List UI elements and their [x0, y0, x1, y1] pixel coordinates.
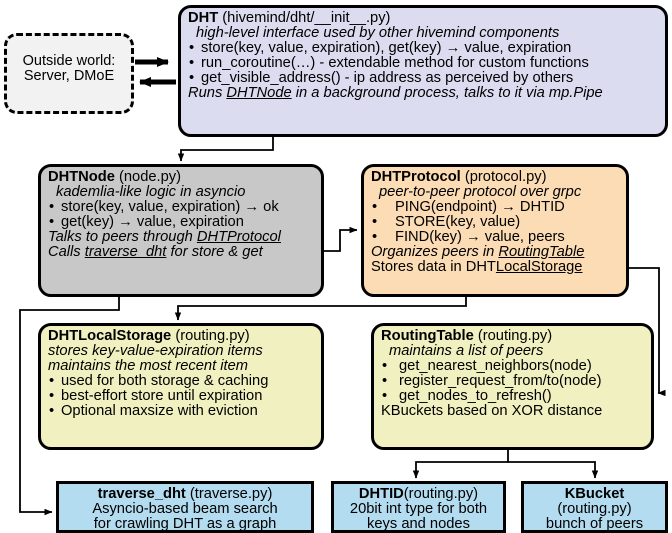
dht-footer: Runs DHTNode in a background process, ta…	[188, 84, 659, 101]
dhtid-title-row: DHTID(routing.py)	[334, 487, 503, 502]
dhtnode-title-row: DHTNode (node.py)	[48, 170, 315, 185]
dhtnode-title: DHTNode	[48, 169, 115, 185]
dhtid-module: (routing.py)	[403, 486, 479, 502]
dhtid-title: DHTID	[358, 486, 404, 502]
edge-routingtable-to-kbucket	[508, 461, 599, 479]
dhtnode-footer-1: Talks to peers through DHTProtocol	[48, 228, 315, 245]
node-dhtnode[interactable]: DHTNode (node.py) kademlia-like logic in…	[38, 164, 324, 297]
traverse-line3: for crawling DHT as a graph	[93, 515, 277, 532]
outside-world-line1: Outside world:	[22, 53, 116, 69]
node-dhtprotocol[interactable]: DHTProtocol (protocol.py) peer-to-peer p…	[361, 164, 629, 297]
traverse-module: (traverse.py)	[185, 486, 273, 502]
traverse-line2: Asyncio-based beam search	[92, 500, 278, 517]
dhtnode-footer2-post: for store & get	[166, 243, 263, 260]
routingtable-module: (routing.py)	[473, 328, 553, 344]
localstorage-bullet-3: Optional maxsize with eviction	[48, 403, 315, 419]
localstorage-title: DHTLocalStorage	[48, 328, 172, 344]
dhtnode-footer2-pre: Calls	[48, 243, 85, 260]
localstorage-subtitle-2: maintains the most recent item	[48, 357, 248, 374]
dhtprotocol-footer1-pre: Organizes peers in	[371, 243, 499, 260]
localstorage-module: (routing.py)	[171, 328, 250, 344]
dht-footer-pre: Runs	[188, 84, 227, 101]
dhtnode-bullet-1: store(key, value, expiration) → ok	[48, 199, 315, 215]
dht-title-row: DHT (hivemind/dht/__init__.py)	[188, 11, 659, 26]
outside-world-line2: Server, DMoE	[23, 67, 115, 84]
node-outside-world[interactable]: Outside world: Server, DMoE	[4, 33, 134, 114]
dhtprotocol-bullet-1: PING(endpoint) → DHTID	[371, 199, 620, 215]
dhtnode-module: (node.py)	[114, 169, 182, 185]
dhtprotocol-title-row: DHTProtocol (protocol.py)	[371, 170, 620, 185]
dhtprotocol-bullet-2: STORE(key, value)	[371, 214, 620, 230]
dhtprotocol-footer-2: Stores data in DHTLocalStorage	[371, 258, 620, 275]
routingtable-title: RoutingTable	[381, 328, 474, 344]
dhtprotocol-link-localstorage[interactable]: LocalStorage	[495, 258, 583, 275]
dhtprotocol-footer2-pre: Stores data in DHT	[371, 258, 496, 275]
routingtable-title-row: RoutingTable (routing.py)	[381, 329, 645, 344]
traverse-title: traverse_dht	[97, 486, 186, 502]
dht-bullet-3: get_visible_address() - ip address as pe…	[188, 70, 659, 86]
dhtnode-footer1-pre: Talks to peers through	[48, 228, 197, 245]
dhtid-line2: 20bit int type for both	[349, 500, 488, 517]
dhtnode-bullet-2: get(key) → value, expiration	[48, 214, 315, 230]
edge-dhtprotocol-to-localstorage	[174, 297, 467, 321]
dht-title: DHT	[188, 10, 219, 26]
node-dhtid[interactable]: DHTID(routing.py) 20bit int type for bot…	[331, 481, 506, 533]
localstorage-bullet-1: used for both storage & caching	[48, 373, 315, 389]
dhtprotocol-bullet-3: FIND(key) → value, peers	[371, 229, 620, 245]
routingtable-bullet-3: get_nodes_to_refresh()	[381, 388, 645, 404]
dht-bullet-2: run_coroutine(…) - extendable method for…	[188, 55, 659, 71]
routingtable-bullet-2: register_request_from/to(node)	[381, 373, 645, 389]
kbucket-title: KBucket	[564, 486, 625, 502]
localstorage-bullet-2: best-effort store until expiration	[48, 388, 315, 404]
node-dht[interactable]: DHT (hivemind/dht/__init__.py) high-leve…	[178, 5, 668, 137]
node-traverse-dht[interactable]: traverse_dht (traverse.py) Asyncio-based…	[56, 481, 314, 533]
traverse-title-row: traverse_dht (traverse.py)	[59, 487, 311, 502]
node-kbucket[interactable]: KBucket (routing.py) bunch of peers	[521, 481, 668, 533]
node-dhtlocalstorage[interactable]: DHTLocalStorage (routing.py) stores key-…	[38, 323, 324, 450]
localstorage-subtitle-1: stores key-value-expiration items	[48, 342, 263, 359]
dhtprotocol-footer-1: Organizes peers in RoutingTable	[371, 243, 620, 260]
edge-dht-to-dhtnode	[177, 137, 274, 162]
dhtnode-subtitle: kademlia-like logic in asyncio	[56, 183, 246, 200]
dhtnode-link-traverse-dht[interactable]: traverse_dht	[84, 243, 167, 260]
localstorage-title-row: DHTLocalStorage (routing.py)	[48, 329, 315, 344]
dhtid-line3: keys and nodes	[367, 515, 470, 532]
dht-bullet-1: store(key, value, expiration), get(key) …	[188, 40, 659, 56]
node-routingtable[interactable]: RoutingTable (routing.py) maintains a li…	[371, 323, 654, 450]
dhtnode-footer-2: Calls traverse_dht for store & get	[48, 243, 315, 260]
dht-subtitle: high-level interface used by other hivem…	[196, 24, 560, 41]
dht-footer-link-dhtnode[interactable]: DHTNode	[226, 84, 292, 101]
routingtable-subtitle: maintains a list of peers	[389, 342, 544, 359]
routingtable-bullet-1: get_nearest_neighbors(node)	[381, 358, 645, 374]
dht-module: (hivemind/dht/__init__.py)	[218, 10, 391, 26]
kbucket-line3: bunch of peers	[545, 515, 644, 532]
edge-routingtable-to-dhtid	[412, 450, 509, 479]
routingtable-footer: KBuckets based on XOR distance	[381, 402, 603, 419]
dhtprotocol-subtitle: peer-to-peer protocol over grpc	[379, 183, 582, 200]
dhtprotocol-title: DHTProtocol	[371, 169, 461, 185]
dhtnode-link-dhtprotocol[interactable]: DHTProtocol	[196, 228, 281, 245]
dhtprotocol-module: (protocol.py)	[460, 169, 547, 185]
dhtprotocol-link-routingtable[interactable]: RoutingTable	[498, 243, 585, 260]
dht-footer-post: in a background process, talks to it via…	[291, 84, 603, 101]
kbucket-module: (routing.py)	[557, 500, 632, 517]
